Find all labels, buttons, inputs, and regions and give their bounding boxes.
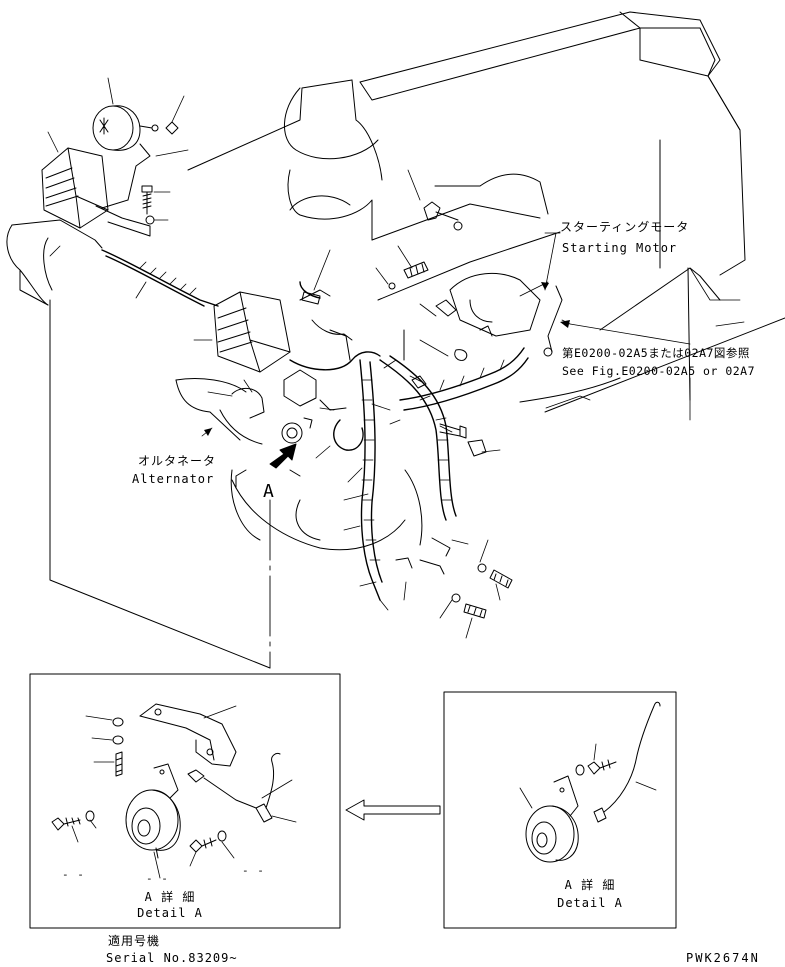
- detail-change-arrow: [345, 799, 441, 821]
- bolts-and-washers: [141, 185, 513, 619]
- dash-mark-2: - -: [146, 872, 169, 885]
- detail-box-left: [29, 673, 341, 929]
- label-arrowheads: [204, 282, 570, 436]
- leader-lines-main: [47, 77, 501, 639]
- detail-right-horn-assembly: [519, 701, 661, 863]
- dash-mark-1: - -: [62, 868, 85, 881]
- drawing-part-number: PWK2674N: [686, 951, 760, 965]
- serial-applicability-en: Serial No.83209~: [106, 951, 238, 965]
- alternator-label-jp: オルタネータ: [138, 454, 217, 468]
- alternator-label-en: Alternator: [132, 472, 215, 486]
- work-lamp-left: [41, 147, 151, 237]
- serial-applicability-jp: 適用号機: [108, 934, 161, 948]
- detail-left-title-en: Detail A: [137, 906, 203, 920]
- detail-left-horn-assembly: [51, 703, 297, 879]
- work-lamp-center: [213, 291, 291, 373]
- starting-motor-label-en: Starting Motor: [562, 241, 678, 255]
- detail-box-right: [443, 691, 677, 929]
- detail-right-title-en: Detail A: [557, 896, 623, 910]
- starting-motor: [435, 272, 563, 361]
- horn-upper-left: [92, 105, 179, 209]
- engine-frame-outline: [6, 11, 785, 669]
- view-a-bracket: [235, 469, 301, 489]
- label-leaders: [201, 232, 745, 437]
- dash-mark-3: - -: [242, 864, 265, 877]
- reference-figure-label-jp: 第E0200-02A5または02A7図参照: [562, 346, 750, 360]
- reference-figure-label-en: See Fig.E0200-02A5 or 02A7: [562, 364, 756, 378]
- wiring-harness: [101, 249, 529, 601]
- detail-left-title-jp: A 詳 細: [144, 890, 196, 904]
- alternator-components: [231, 289, 353, 444]
- detail-right-title-jp: A 詳 細: [564, 878, 616, 892]
- harness-wraps: [139, 261, 505, 561]
- starting-motor-label-jp: スターティングモータ: [560, 220, 690, 234]
- view-direction-arrow: [269, 443, 297, 469]
- view-a-letter: A: [263, 481, 275, 502]
